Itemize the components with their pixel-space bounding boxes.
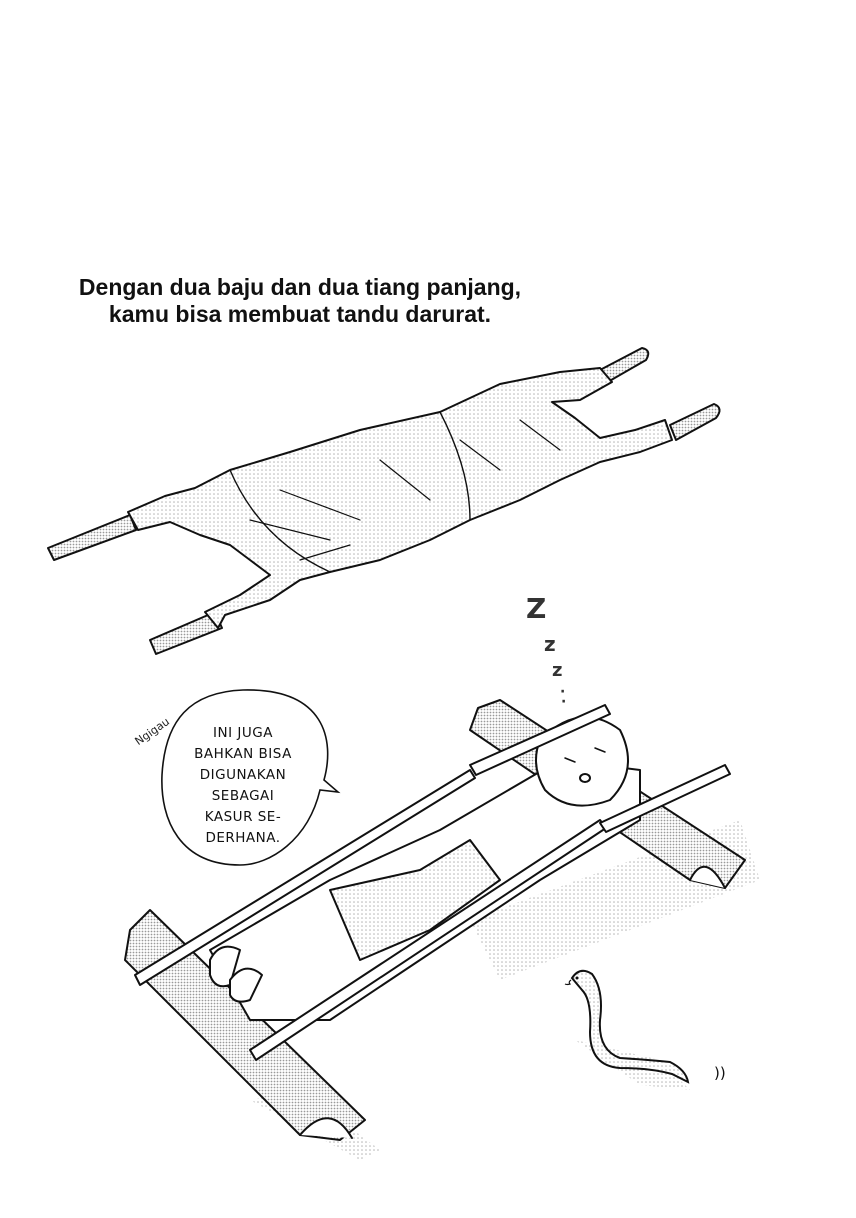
pole-icon bbox=[47, 347, 721, 655]
shirt-fabric bbox=[127, 367, 673, 629]
sleeping-girl-illustration bbox=[124, 699, 760, 1160]
caption: Dengan dua baju dan dua tiang panjang, k… bbox=[40, 274, 560, 328]
snore-z-small: z bbox=[552, 660, 563, 681]
log-icon bbox=[124, 909, 366, 1141]
bubble-line: INI JUGA bbox=[213, 725, 273, 741]
pole-icon bbox=[599, 764, 731, 833]
snore-dot: · bbox=[560, 684, 566, 700]
snore-dot: · bbox=[561, 694, 567, 710]
snore-z-large: Z bbox=[526, 592, 547, 625]
snake-illustration bbox=[564, 969, 690, 1090]
girl-head bbox=[535, 716, 629, 807]
bubble-line: DERHANA. bbox=[205, 830, 281, 846]
sfx-motion-lines: )) bbox=[714, 1064, 726, 1082]
caption-line-2: kamu bisa membuat tandu darurat. bbox=[108, 301, 492, 327]
snore-z-medium: z bbox=[544, 632, 556, 656]
sfx-snore: Z z z · · bbox=[526, 592, 566, 712]
pole-icon bbox=[469, 704, 611, 776]
caption-line-1: Dengan dua baju dan dua tiang panjang, bbox=[78, 274, 522, 300]
bubble-line: BAHKAN BISA bbox=[194, 746, 292, 762]
stretcher-illustration bbox=[47, 347, 721, 655]
speech-bubble-text: INI JUGA BAHKAN BISA DIGUNAKAN SEBAGAI K… bbox=[178, 723, 308, 849]
bubble-line: DIGUNAKAN bbox=[199, 767, 287, 783]
pole-icon bbox=[134, 769, 476, 986]
speech-bubble bbox=[161, 689, 341, 866]
bubble-line: SEBAGAI bbox=[211, 788, 275, 804]
bubble-line: KASUR SE- bbox=[204, 809, 282, 825]
